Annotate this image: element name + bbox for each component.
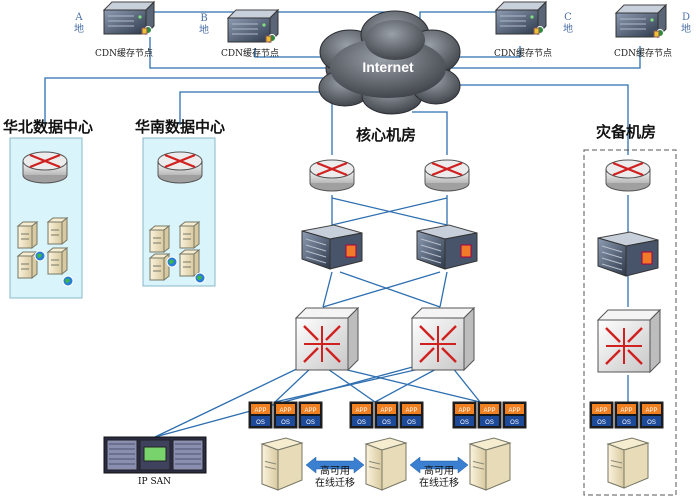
os-tag: OS bbox=[597, 420, 606, 426]
vm-stack-3: APP OS APP OS APP OS bbox=[452, 401, 527, 429]
app-tag: APP bbox=[355, 408, 367, 414]
dr-switch-icon bbox=[596, 308, 662, 374]
os-tag: OS bbox=[460, 420, 469, 426]
south-server-icon-1 bbox=[148, 224, 171, 254]
os-tag: OS bbox=[510, 420, 519, 426]
north-dc-title: 华北数据中心 bbox=[3, 118, 94, 136]
south-server-icon-4 bbox=[178, 248, 201, 278]
core-router-2-icon bbox=[424, 159, 470, 192]
cdn-node-b-icon bbox=[226, 8, 280, 44]
internet-cloud-icon: Internet bbox=[318, 10, 461, 115]
os-tag: OS bbox=[407, 420, 416, 426]
migration-label-2: 高可用在线迁移 bbox=[419, 466, 459, 489]
os-tag: OS bbox=[281, 420, 290, 426]
app-tag: APP bbox=[458, 408, 470, 414]
dr-server-icon bbox=[597, 231, 659, 277]
link-core-r2 bbox=[412, 111, 448, 155]
north-server-icon-2 bbox=[46, 216, 69, 246]
cdn-node-c-label: CDN缓存节点 bbox=[494, 49, 552, 59]
vm-stack-2: APP OS APP OS APP OS bbox=[349, 401, 424, 429]
ip-san-storage-icon bbox=[103, 436, 207, 474]
link-dr bbox=[452, 84, 629, 155]
north-server-icon-4 bbox=[46, 246, 69, 276]
host-server-1-icon bbox=[260, 437, 304, 491]
app-tag: APP bbox=[645, 408, 657, 414]
os-tag: OS bbox=[622, 420, 631, 426]
north-server-icon-1 bbox=[16, 220, 39, 250]
south-server-icon-3 bbox=[148, 252, 171, 282]
os-tag: OS bbox=[647, 420, 656, 426]
migration-arrow-2 bbox=[409, 456, 469, 474]
core-server-2-icon bbox=[416, 224, 478, 270]
app-tag: APP bbox=[483, 408, 495, 414]
link-cdn-a bbox=[149, 37, 332, 69]
os-tag: OS bbox=[382, 420, 391, 426]
app-tag: APP bbox=[508, 408, 520, 414]
cdn-node-d-label: CDN缓存节点 bbox=[614, 49, 672, 59]
link-south bbox=[179, 91, 340, 125]
north-globe-icon-1 bbox=[34, 250, 46, 262]
south-globe-icon-1 bbox=[166, 256, 178, 268]
core-switch-2-icon bbox=[410, 306, 476, 372]
cdn-node-d-icon bbox=[614, 3, 668, 39]
ip-san-label: IP SAN bbox=[138, 477, 172, 487]
south-server-icon-2 bbox=[178, 220, 201, 250]
app-tag: APP bbox=[380, 408, 392, 414]
south-dc-title: 华南数据中心 bbox=[135, 118, 226, 136]
os-tag: OS bbox=[357, 420, 366, 426]
core-server-1-icon bbox=[301, 224, 363, 270]
app-tag: APP bbox=[595, 408, 607, 414]
dr-host-server-icon bbox=[606, 437, 650, 489]
south-router-icon bbox=[157, 151, 203, 184]
internet-label: Internet bbox=[362, 59, 414, 75]
link-cdn-d bbox=[448, 46, 641, 69]
north-server-icon-3 bbox=[16, 250, 39, 280]
migration-arrow-1 bbox=[305, 456, 365, 474]
app-tag: APP bbox=[620, 408, 632, 414]
core-room-title: 核心机房 bbox=[356, 126, 417, 144]
south-globe-icon-2 bbox=[194, 272, 206, 284]
dr-room-title: 灾备机房 bbox=[596, 123, 657, 141]
cdn-node-a-icon bbox=[102, 0, 156, 36]
os-tag: OS bbox=[306, 420, 315, 426]
vm-stack-dr: APP OS APP OS APP OS bbox=[589, 401, 664, 429]
os-tag: OS bbox=[485, 420, 494, 426]
link-cdn-b bbox=[254, 48, 340, 58]
migration-label-1: 高可用在线迁移 bbox=[315, 466, 355, 489]
cdn-node-a-label: CDN缓存节点 bbox=[95, 49, 153, 59]
app-tag: APP bbox=[304, 408, 316, 414]
core-switch-1-icon bbox=[294, 306, 360, 372]
dr-router-icon bbox=[605, 159, 651, 192]
core-router-1-icon bbox=[309, 159, 355, 192]
host-server-2-icon bbox=[364, 437, 408, 491]
cdn-node-c-icon bbox=[494, 0, 548, 36]
dr-room-box bbox=[583, 149, 677, 496]
vm-stack-1: APP OS APP OS APP OS bbox=[248, 401, 323, 429]
app-tag: APP bbox=[279, 408, 291, 414]
link-north bbox=[44, 77, 332, 125]
north-router-icon bbox=[22, 151, 68, 184]
os-tag: OS bbox=[256, 420, 265, 426]
north-globe-icon-2 bbox=[62, 275, 74, 287]
app-tag: APP bbox=[254, 408, 266, 414]
cdn-node-b-label: CDN缓存节点 bbox=[221, 49, 279, 59]
app-tag: APP bbox=[405, 408, 417, 414]
host-server-3-icon bbox=[468, 437, 512, 491]
link-cdn-c bbox=[440, 46, 521, 58]
